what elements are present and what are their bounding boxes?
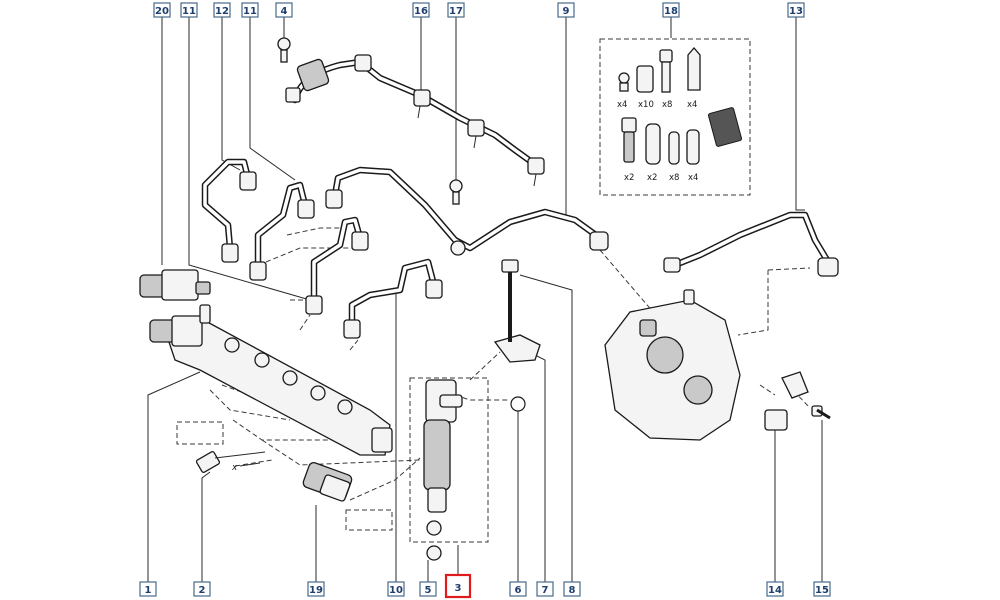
injector-assembly bbox=[423, 259, 541, 561]
svg-text:11: 11 bbox=[182, 6, 196, 17]
svg-text:16: 16 bbox=[414, 6, 428, 17]
callouts: 20 11 12 11 4 16 17 9 18 13 1 2 19 10 5 … bbox=[139, 2, 831, 599]
callout-4[interactable]: 4 bbox=[275, 2, 293, 18]
leader-lines bbox=[147, 17, 823, 589]
svg-text:8: 8 bbox=[569, 585, 576, 596]
callout-7[interactable]: 7 bbox=[536, 581, 554, 597]
svg-text:4: 4 bbox=[281, 6, 288, 17]
kit-qty-8: x4 bbox=[688, 173, 698, 183]
callout-3-selected[interactable]: 3 bbox=[444, 573, 472, 599]
svg-text:1: 1 bbox=[145, 585, 152, 596]
callout-14[interactable]: 14 bbox=[766, 581, 784, 597]
svg-text:11: 11 bbox=[243, 6, 257, 17]
callout-10[interactable]: 10 bbox=[387, 581, 405, 597]
svg-text:14: 14 bbox=[768, 585, 782, 596]
return-pipe-assembly bbox=[277, 37, 545, 187]
repair-kit: x4 x10 x8 x4 x2 x2 x8 x4 bbox=[617, 47, 743, 183]
callout-19[interactable]: 19 bbox=[307, 581, 325, 597]
kit-qty-4: x4 bbox=[687, 100, 697, 110]
svg-text:18: 18 bbox=[664, 6, 678, 17]
kit-qty-6: x2 bbox=[647, 173, 657, 183]
callout-11b[interactable]: 11 bbox=[241, 2, 259, 18]
callout-1[interactable]: 1 bbox=[139, 581, 157, 597]
kit-qty-1: x4 bbox=[617, 100, 627, 110]
callout-16[interactable]: 16 bbox=[412, 2, 430, 18]
callout-20[interactable]: 20 bbox=[153, 2, 171, 18]
svg-text:13: 13 bbox=[789, 6, 803, 17]
svg-text:7: 7 bbox=[542, 585, 549, 596]
callout-5[interactable]: 5 bbox=[419, 581, 437, 597]
svg-text:5: 5 bbox=[425, 585, 432, 596]
svg-text:3: 3 bbox=[455, 583, 462, 594]
svg-text:10: 10 bbox=[389, 585, 403, 596]
callout-6[interactable]: 6 bbox=[509, 581, 527, 597]
callout-18[interactable]: 18 bbox=[662, 2, 680, 18]
fuel-rail bbox=[139, 269, 393, 456]
svg-text:2: 2 bbox=[199, 585, 206, 596]
svg-text:6: 6 bbox=[515, 585, 522, 596]
callout-13[interactable]: 13 bbox=[787, 2, 805, 18]
callout-2[interactable]: 2 bbox=[193, 581, 211, 597]
rail-bolt-and-sensor: x bbox=[195, 451, 353, 502]
callout-9[interactable]: 9 bbox=[557, 2, 575, 18]
svg-text:19: 19 bbox=[309, 585, 323, 596]
fuel-pump bbox=[604, 289, 831, 441]
svg-text:20: 20 bbox=[155, 6, 169, 17]
callout-11[interactable]: 11 bbox=[180, 2, 198, 18]
feed-pipe bbox=[325, 166, 609, 256]
callout-15[interactable]: 15 bbox=[813, 581, 831, 597]
callout-12[interactable]: 12 bbox=[213, 2, 231, 18]
kit-qty-3: x8 bbox=[662, 100, 672, 110]
kit-qty-7: x8 bbox=[669, 173, 679, 183]
svg-text:12: 12 bbox=[215, 6, 229, 17]
kit-qty-2: x10 bbox=[638, 100, 654, 110]
svg-text:9: 9 bbox=[563, 6, 570, 17]
callout-17[interactable]: 17 bbox=[447, 2, 465, 18]
hose bbox=[663, 211, 839, 277]
dimension-label: x bbox=[231, 463, 238, 473]
kit-qty-5: x2 bbox=[624, 173, 634, 183]
callout-8[interactable]: 8 bbox=[563, 581, 581, 597]
injector-pipes bbox=[201, 158, 443, 339]
svg-text:15: 15 bbox=[815, 585, 829, 596]
svg-text:17: 17 bbox=[449, 6, 463, 17]
